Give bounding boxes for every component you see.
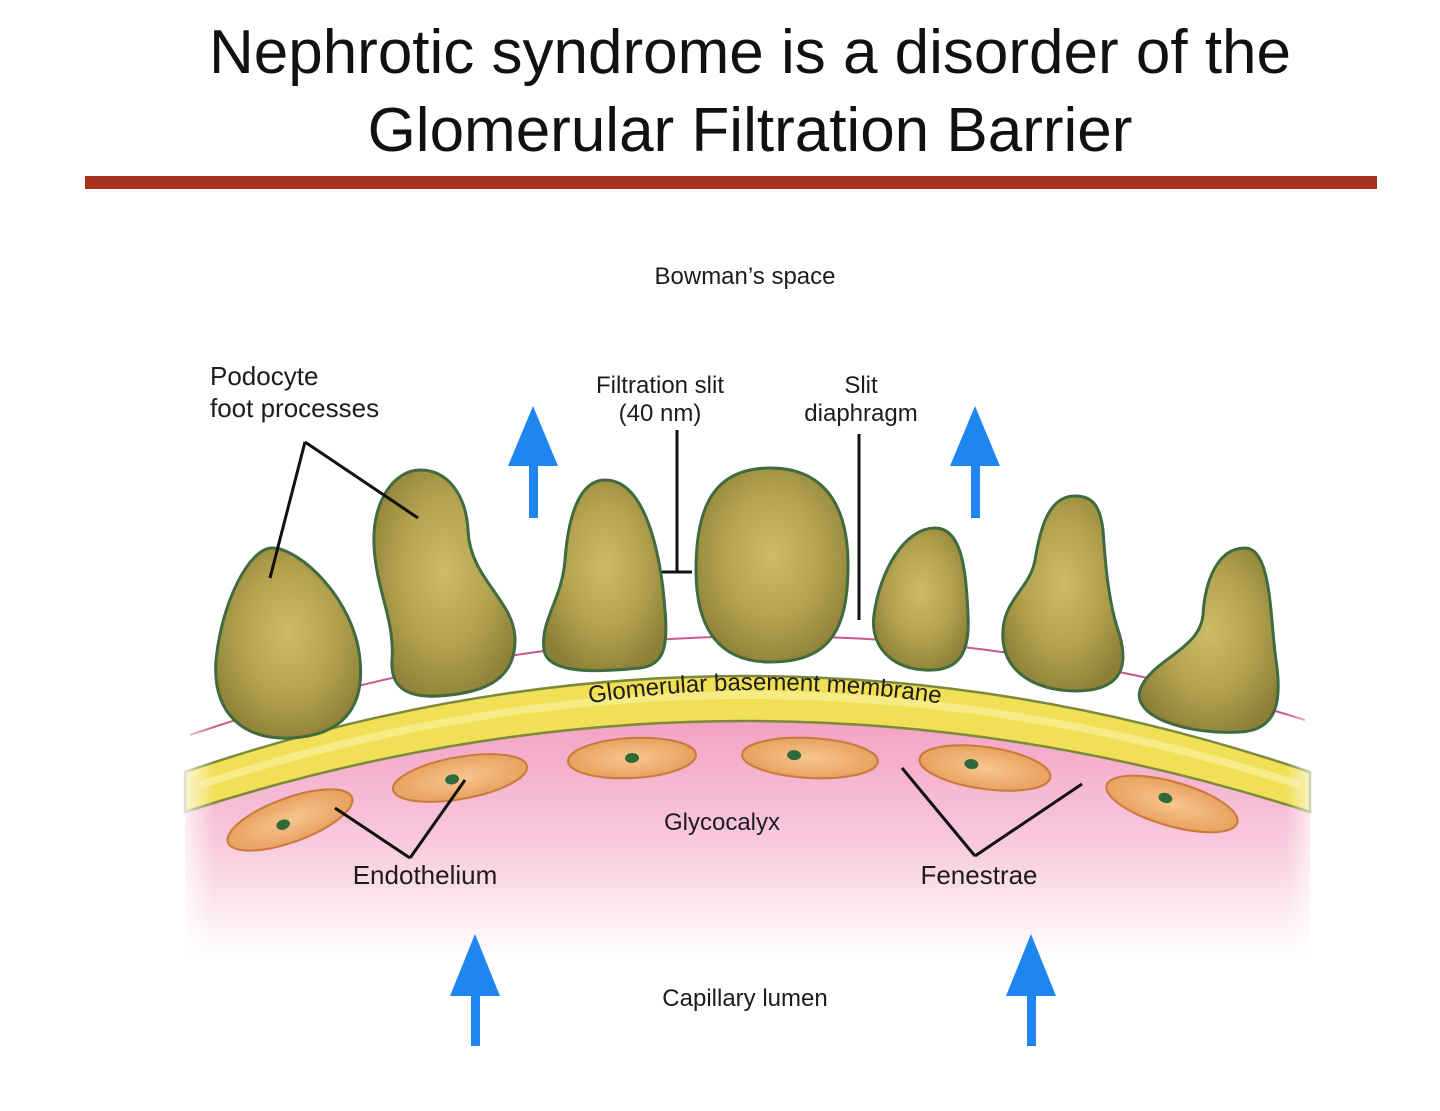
podocyte-foot-process [542,478,668,673]
podocyte-foot-process [872,526,970,672]
up-arrow-icon [1006,934,1056,1046]
endothelial-cell [918,744,1052,792]
nucleus [276,819,290,830]
label-slit-diaphragm-line1: Slit [844,372,878,399]
up-arrow-icon [950,406,1000,518]
podocyte-foot-process [372,468,517,698]
label-capillary-lumen: Capillary lumen [662,985,827,1012]
title-line-1: Nephrotic syndrome is a disorder of the [208,18,1292,87]
nucleus [787,750,802,761]
endothelial-cell [226,788,354,852]
podocyte-foot-processes [214,466,1280,740]
label-fenestrae: Fenestrae [920,860,1037,890]
endothelial-cell [567,736,697,780]
nucleus [964,759,979,770]
up-arrow-icon [450,934,500,1046]
endothelial-cells [226,736,1239,852]
podocyte-leader [268,441,307,579]
fenestrae-leader [974,782,1083,858]
label-glycocalyx: Glycocalyx [664,809,780,836]
slide-title: Nephrotic syndrome is a disorder of the … [0,14,1440,170]
nucleus [625,752,639,764]
podocyte-foot-process [1137,546,1280,734]
fade-right [1285,680,1325,980]
label-bowmans-space: Bowman’s space [655,263,836,290]
fade-left [175,680,215,980]
label-filtration-slit-line1: Filtration slit [596,372,724,399]
label-slit-diaphragm-line2: diaphragm [804,400,917,427]
label-filtration-slit-line2: (40 nm) [619,400,702,427]
podocyte-foot-process [1001,494,1125,693]
endothelial-cell [1105,774,1239,834]
up-arrow-icon [508,406,558,518]
podocyte-foot-process [214,546,363,740]
podocyte-leader [304,440,419,520]
label-podocyte-line1: Podocyte [210,361,318,391]
title-divider [85,176,1377,189]
leader-lines [268,430,1083,860]
endothelial-cell [741,736,879,780]
label-podocyte-line2: foot processes [210,393,379,423]
endothelial-cell [391,753,529,803]
gbm-highlight [198,691,1302,789]
title-line-2: Glomerular Filtration Barrier [367,96,1133,165]
endothelium-leader [408,779,467,859]
podocyte-foot-process [694,466,850,664]
endothelium-leader [334,806,411,860]
fenestrae-leader [900,767,977,857]
nucleus [445,774,460,785]
nucleus [1158,792,1173,804]
label-endothelium: Endothelium [353,860,498,890]
